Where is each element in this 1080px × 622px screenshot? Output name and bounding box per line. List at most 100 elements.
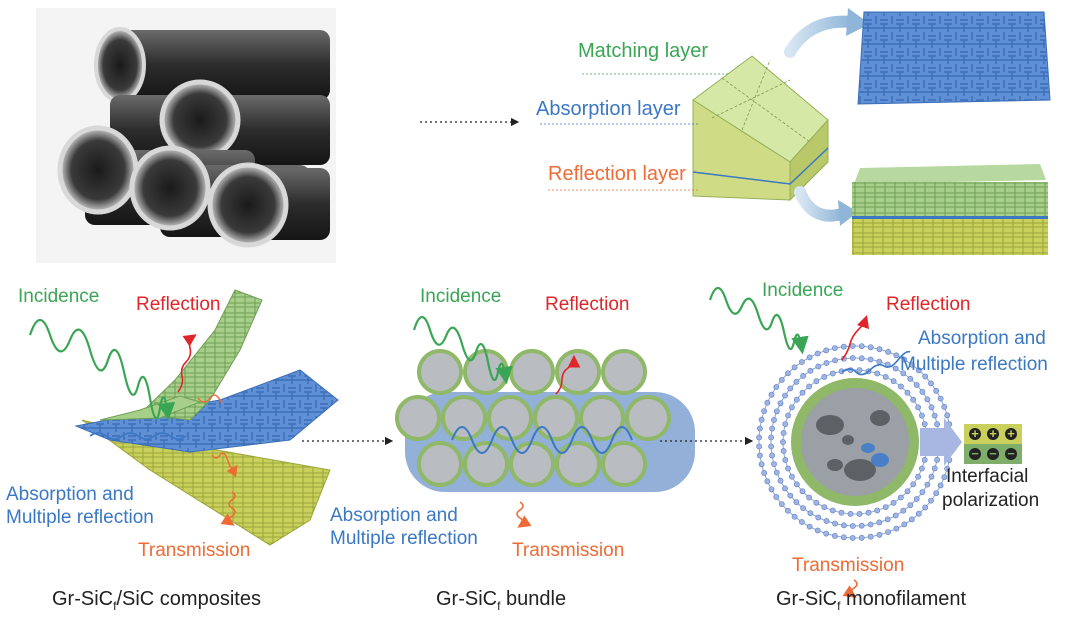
- graphene-bead: [807, 510, 814, 517]
- graphene-bead: [908, 361, 915, 368]
- curved-arrow-up: [784, 15, 858, 58]
- graphene-bead: [799, 359, 805, 365]
- panel2-absorption-label-1: Absorption and: [330, 505, 458, 526]
- panel1-composite: [28, 289, 339, 546]
- graphene-bead: [771, 416, 777, 423]
- graphene-bead: [756, 443, 762, 450]
- graphene-bead: [780, 448, 787, 454]
- graphene-bead: [937, 482, 944, 489]
- panel1-reflection-label: Reflection: [136, 294, 221, 315]
- graphene-bead: [813, 378, 820, 385]
- graphene-bead: [901, 521, 908, 528]
- panel2-incidence-label: Incidence: [420, 286, 502, 307]
- panel2-transmission-label: Transmission: [512, 540, 625, 561]
- graphene-bead: [937, 395, 944, 402]
- graphene-bead: [806, 383, 812, 390]
- graphene-bead: [823, 347, 830, 354]
- graphene-bead: [924, 396, 931, 403]
- caption-composites-b: /SiC composites: [116, 588, 261, 610]
- graphene-bead: [910, 481, 917, 488]
- svg-text:+: +: [1007, 426, 1015, 441]
- caption-monofilament: Gr-SiCf monofilament: [776, 588, 966, 613]
- graphene-bead: [832, 520, 838, 527]
- absorption-layer-label: Absorption layer: [536, 98, 681, 120]
- graphene-bead: [799, 389, 806, 396]
- graphene-bead: [885, 348, 891, 355]
- graphene-bead: [771, 461, 777, 467]
- graphene-bead: [858, 522, 865, 529]
- graphene-bead: [892, 365, 899, 372]
- graphene-bead: [901, 356, 908, 363]
- graphene-bead: [782, 392, 788, 399]
- graphene-bead: [907, 375, 914, 382]
- graphene-bead: [841, 522, 847, 529]
- graphene-bead: [915, 367, 922, 374]
- graphene-bead: [924, 481, 931, 488]
- graphene-bead: [858, 355, 865, 362]
- graphene-bead: [931, 412, 938, 419]
- graphene-bead: [904, 389, 911, 396]
- graphene-bead: [934, 456, 940, 463]
- graphene-bead: [931, 465, 938, 472]
- caption-composites-sub: f: [113, 599, 117, 613]
- graphene-bead: [768, 391, 775, 398]
- graphene-bead: [785, 465, 791, 472]
- graphene-bead: [799, 519, 805, 525]
- bundle-fiber: [555, 441, 601, 487]
- svg-text:−: −: [971, 446, 979, 461]
- graphene-bead: [858, 534, 865, 541]
- panel2-reflection-label: Reflection: [545, 294, 630, 315]
- graphene-bead: [874, 507, 881, 514]
- graphene-bead: [890, 499, 897, 506]
- layered-mat: [852, 164, 1048, 255]
- graphene-bead: [832, 345, 838, 351]
- graphene-bead: [782, 421, 789, 427]
- graphene-bead: [787, 385, 794, 392]
- graphene-bead: [849, 523, 856, 529]
- graphene-bead: [769, 452, 775, 459]
- bundle-fiber: [625, 395, 671, 441]
- reflection-layer-label: Reflection layer: [548, 163, 686, 185]
- panel3-monofilament: + + + − − −: [708, 286, 1022, 598]
- graphene-bead: [791, 513, 798, 520]
- graphene-bead: [867, 344, 874, 351]
- graphene-bead: [919, 489, 926, 495]
- graphene-bead: [832, 357, 838, 364]
- caption-monofilament-a: Gr-SiC: [776, 588, 838, 610]
- svg-text:−: −: [989, 446, 997, 461]
- graphene-bead: [922, 373, 929, 380]
- bundle-fiber: [555, 349, 601, 395]
- graphene-bead: [856, 367, 863, 373]
- graphene-bead: [915, 473, 921, 480]
- graphene-bead: [789, 473, 795, 480]
- graphene-bead: [768, 434, 774, 441]
- graphene-bead: [915, 510, 922, 517]
- graphene-bead: [778, 501, 785, 507]
- matching-layer-label: Matching layer: [578, 40, 709, 62]
- graphene-bead: [800, 372, 806, 379]
- bundle-fiber: [579, 395, 625, 441]
- graphene-bead: [821, 373, 828, 380]
- graphene-bead: [764, 478, 771, 485]
- graphene-bead: [823, 518, 830, 524]
- panel1-incidence-label: Incidence: [18, 286, 100, 307]
- graphene-bead: [865, 509, 872, 516]
- caption-monofilament-sub: f: [837, 599, 841, 613]
- caption-bundle-b: bundle: [500, 588, 567, 610]
- svg-text:+: +: [971, 426, 979, 441]
- graphene-bead: [908, 516, 915, 523]
- graphene-bead: [787, 492, 794, 499]
- graphene-bead: [793, 481, 800, 488]
- blue-woven-mat: [857, 11, 1051, 105]
- graphene-bead: [858, 343, 865, 350]
- graphene-bead: [840, 534, 847, 541]
- panel3-absorption-label-1: Absorption and: [918, 328, 1046, 349]
- graphene-bead: [800, 505, 806, 511]
- graphene-bead: [815, 363, 822, 370]
- graphene-bead: [919, 412, 925, 419]
- graphene-bead: [867, 356, 874, 363]
- graphene-bead: [789, 404, 795, 411]
- graphene-bead: [900, 370, 907, 377]
- caption-bundle: Gr-SiCf bundle: [436, 588, 566, 613]
- graphene-bead: [856, 511, 863, 517]
